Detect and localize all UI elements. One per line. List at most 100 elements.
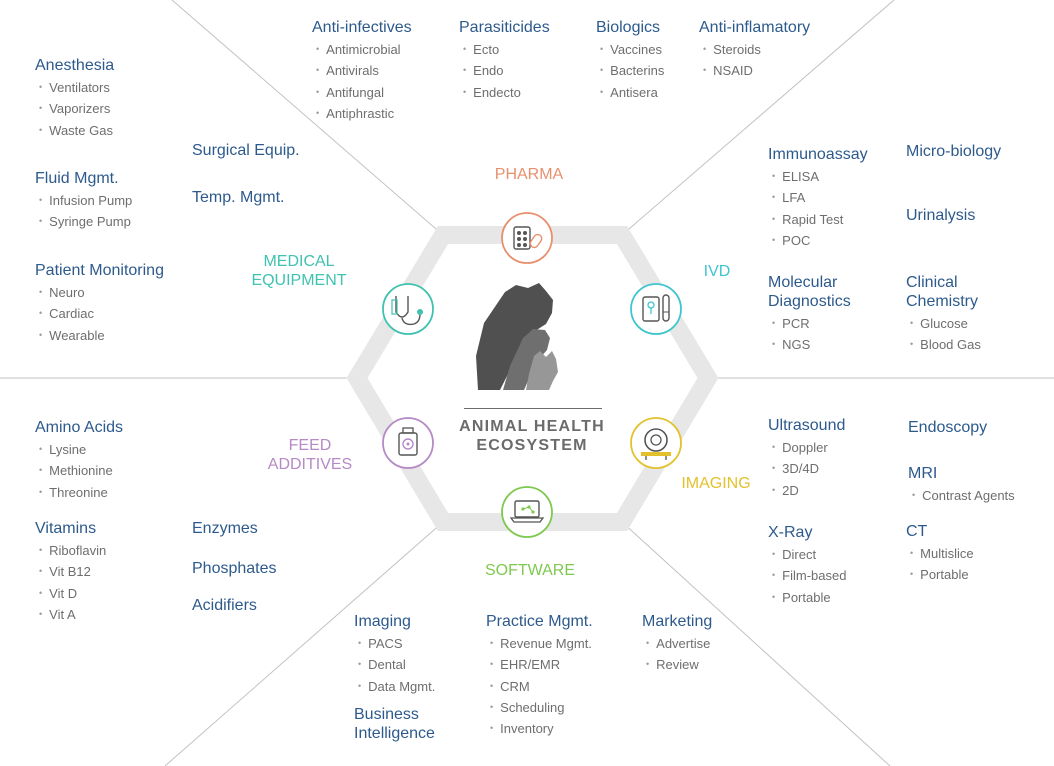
group-enzymes: Enzymes bbox=[192, 519, 258, 538]
group-business-intelligence: Business Intelligence bbox=[354, 705, 435, 743]
list-item: 2D bbox=[772, 481, 845, 502]
list-item: Antimicrobial bbox=[316, 40, 412, 61]
list-item: Methionine bbox=[39, 461, 123, 482]
heading-microbiology: Micro-biology bbox=[906, 143, 1002, 160]
divider-bottom-left bbox=[164, 521, 444, 766]
heading-surgical-equip: Surgical Equip. bbox=[192, 142, 300, 159]
group-xray: X-Ray Direct Film-based Portable bbox=[768, 523, 846, 609]
category-feed-line2: ADDITIVES bbox=[267, 456, 353, 473]
list-fluid-mgmt: Infusion Pump Syringe Pump bbox=[35, 191, 132, 234]
list-item: NGS bbox=[772, 335, 851, 356]
list-item: Direct bbox=[772, 545, 846, 566]
list-item: NSAID bbox=[703, 61, 810, 82]
heading-molecular-line1: Molecular bbox=[768, 274, 838, 291]
heading-clinical-line2: Chemistry bbox=[906, 293, 979, 310]
heading-fluid-mgmt: Fluid Mgmt. bbox=[35, 170, 119, 187]
heading-ct: CT bbox=[906, 523, 928, 540]
list-item: Antifungal bbox=[316, 83, 412, 104]
dog-silhouette bbox=[503, 329, 550, 390]
heading-practice-mgmt: Practice Mgmt. bbox=[486, 613, 593, 630]
list-item: CRM bbox=[490, 677, 593, 698]
heading-anti-infectives: Anti-infectives bbox=[312, 19, 412, 36]
group-anesthesia: Anesthesia Ventilators Vaporizers Waste … bbox=[35, 56, 114, 142]
heading-vitamins: Vitamins bbox=[35, 520, 97, 537]
list-item: Neuro bbox=[39, 283, 164, 304]
list-item: LFA bbox=[772, 188, 868, 209]
horse-silhouette bbox=[476, 283, 553, 390]
list-item: Film-based bbox=[772, 566, 846, 587]
group-anti-infectives: Anti-infectives Antimicrobial Antivirals… bbox=[312, 18, 412, 125]
center-title: ANIMAL HEALTH ECOSYSTEM bbox=[456, 417, 608, 455]
supplement-bottle-icon bbox=[382, 417, 434, 469]
category-medical-line2: EQUIPMENT bbox=[251, 272, 347, 289]
hexagon-ring bbox=[346, 226, 719, 531]
list-item: Threonine bbox=[39, 483, 123, 504]
heading-immunoassay: Immunoassay bbox=[768, 146, 868, 163]
stethoscope-icon bbox=[382, 283, 434, 335]
heading-xray: X-Ray bbox=[768, 524, 813, 541]
heading-anti-inflammatory: Anti-inflamatory bbox=[699, 19, 811, 36]
list-vitamins: Riboflavin Vit B12 Vit D Vit A bbox=[35, 541, 106, 626]
group-immunoassay: Immunoassay ELISA LFA Rapid Test POC bbox=[768, 145, 868, 252]
heading-urinalysis: Urinalysis bbox=[906, 207, 976, 224]
category-feed-additives: FEED ADDITIVES bbox=[254, 436, 366, 474]
list-item: Scheduling bbox=[490, 698, 593, 719]
list-item: Vaporizers bbox=[39, 99, 114, 120]
heading-endoscopy: Endoscopy bbox=[908, 419, 988, 436]
list-item: Dental bbox=[358, 655, 435, 676]
list-item: Ventilators bbox=[39, 78, 114, 99]
heading-phosphates: Phosphates bbox=[192, 560, 277, 577]
group-anti-inflammatory: Anti-inflamatory Steroids NSAID bbox=[699, 18, 810, 83]
category-pharma: PHARMA bbox=[494, 166, 564, 183]
heading-marketing: Marketing bbox=[642, 613, 713, 630]
group-practice-mgmt: Practice Mgmt. Revenue Mgmt. EHR/EMR CRM… bbox=[486, 612, 593, 740]
list-item: EHR/EMR bbox=[490, 655, 593, 676]
cat-silhouette bbox=[526, 351, 558, 390]
heading-patient-monitoring: Patient Monitoring bbox=[35, 262, 164, 279]
list-item: Portable bbox=[772, 588, 846, 609]
center-title-rule bbox=[464, 408, 602, 409]
list-item: Antiphrastic bbox=[316, 104, 412, 125]
divider-top-left bbox=[171, 0, 444, 236]
group-ultrasound: Ultrasound Doppler 3D/4D 2D bbox=[768, 416, 845, 502]
list-biologics: Vaccines Bacterins Antisera bbox=[596, 40, 664, 104]
list-item: Riboflavin bbox=[39, 541, 106, 562]
group-molecular-diagnostics: Molecular Diagnostics PCR NGS bbox=[768, 273, 851, 357]
list-item: Wearable bbox=[39, 326, 164, 347]
list-item: PACS bbox=[358, 634, 435, 655]
group-endoscopy: Endoscopy bbox=[908, 418, 987, 437]
list-anesthesia: Ventilators Vaporizers Waste Gas bbox=[35, 78, 114, 142]
list-item: Endo bbox=[463, 61, 550, 82]
heading-clinical-line1: Clinical bbox=[906, 274, 958, 291]
group-amino-acids: Amino Acids Lysine Methionine Threonine bbox=[35, 418, 123, 504]
list-ultrasound: Doppler 3D/4D 2D bbox=[768, 438, 845, 502]
list-item: Antivirals bbox=[316, 61, 412, 82]
group-surgical-equip: Surgical Equip. bbox=[192, 141, 300, 160]
group-marketing: Marketing Advertise Review bbox=[642, 612, 712, 677]
list-item: Blood Gas bbox=[910, 335, 981, 356]
group-ct: CT Multislice Portable bbox=[906, 522, 974, 587]
heading-acidifiers: Acidifiers bbox=[192, 597, 257, 614]
test-tube-icon bbox=[630, 283, 682, 335]
list-mri: Contrast Agents bbox=[908, 486, 1015, 507]
group-parasiticides: Parasiticides Ecto Endo Endecto bbox=[459, 18, 550, 104]
list-item: Syringe Pump bbox=[39, 212, 132, 233]
list-amino-acids: Lysine Methionine Threonine bbox=[35, 440, 123, 504]
list-item: Advertise bbox=[646, 634, 712, 655]
list-molecular-diagnostics: PCR NGS bbox=[768, 314, 851, 357]
laptop-icon bbox=[501, 486, 553, 538]
divider-top-right bbox=[621, 0, 895, 236]
list-item: Ecto bbox=[463, 40, 550, 61]
list-item: Lysine bbox=[39, 440, 123, 461]
heading-temp-mgmt: Temp. Mgmt. bbox=[192, 189, 285, 206]
heading-parasiticides: Parasiticides bbox=[459, 19, 550, 36]
list-xray: Direct Film-based Portable bbox=[768, 545, 846, 609]
list-item: Vit A bbox=[39, 605, 106, 626]
list-item: Vaccines bbox=[600, 40, 664, 61]
list-item: Rapid Test bbox=[772, 210, 868, 231]
heading-molecular-line2: Diagnostics bbox=[768, 293, 851, 310]
list-parasiticides: Ecto Endo Endecto bbox=[459, 40, 550, 104]
category-imaging: IMAGING bbox=[681, 475, 751, 492]
